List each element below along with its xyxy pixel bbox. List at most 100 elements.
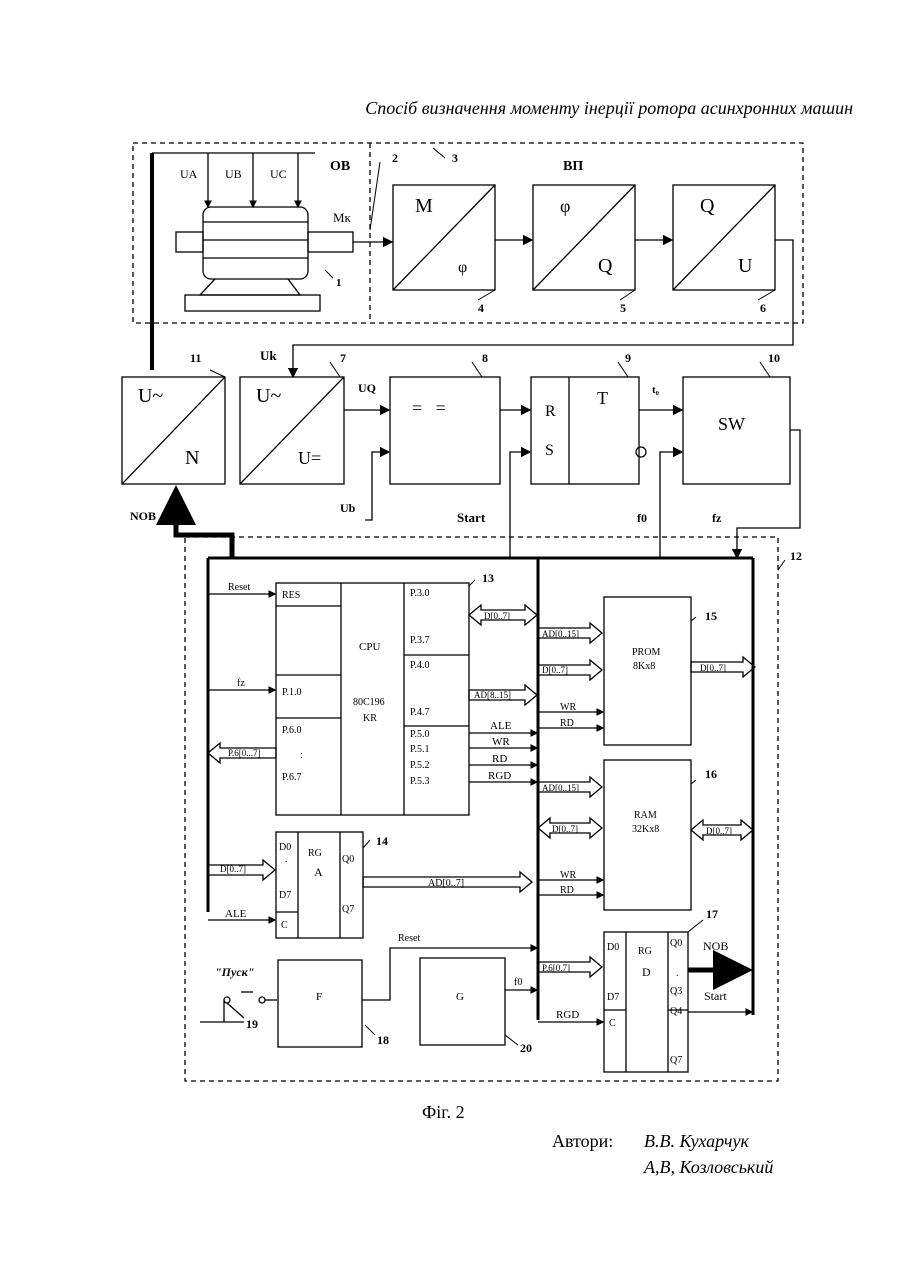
svg-text:1: 1: [336, 277, 342, 289]
svg-text:t₀: t₀: [652, 384, 660, 396]
svg-text:19: 19: [246, 1017, 258, 1031]
svg-text:Q4: Q4: [670, 1006, 682, 1017]
svg-text:M: M: [415, 195, 433, 217]
authors-label: Автори:: [552, 1128, 644, 1154]
svg-text:Start: Start: [704, 989, 727, 1003]
vp-label: ВП: [563, 159, 583, 174]
svg-text:P.3.0: P.3.0: [410, 588, 429, 599]
svg-text:"Пуск": "Пуск": [215, 965, 254, 979]
svg-text:WR: WR: [560, 870, 576, 881]
svg-text:AD[8..15]: AD[8..15]: [474, 690, 511, 700]
ram-block: [604, 760, 691, 910]
svg-text:14: 14: [376, 834, 388, 848]
svg-text:D[0..7]: D[0..7]: [220, 864, 246, 874]
svg-text:F: F: [316, 991, 322, 1003]
svg-text:RGD: RGD: [556, 1009, 579, 1021]
switch-icon: [200, 992, 277, 1022]
block-8: [390, 377, 500, 484]
svg-text:P.3.7: P.3.7: [410, 635, 429, 646]
svg-text:RAM: RAM: [634, 810, 657, 821]
svg-text:φ: φ: [458, 259, 467, 276]
svg-text:= =: = =: [412, 398, 446, 418]
svg-text:5: 5: [620, 301, 626, 315]
svg-text:PROM: PROM: [632, 647, 660, 658]
block-9: [531, 377, 639, 484]
svg-text:20: 20: [520, 1041, 532, 1055]
svg-text:AD[0..15]: AD[0..15]: [542, 783, 579, 793]
svg-text:15: 15: [705, 609, 717, 623]
svg-text:C: C: [609, 1018, 616, 1029]
svg-text:12: 12: [790, 549, 802, 563]
svg-text:D0: D0: [607, 942, 619, 953]
svg-text:32Kx8: 32Kx8: [632, 824, 659, 835]
svg-text:RD: RD: [560, 885, 574, 896]
svg-text:P.5.0: P.5.0: [410, 729, 429, 740]
svg-text:Q: Q: [700, 195, 715, 217]
svg-text:P.5.1: P.5.1: [410, 744, 429, 755]
svg-text:UB: UB: [225, 167, 242, 181]
svg-text:.: .: [285, 854, 288, 865]
svg-text:U: U: [738, 255, 753, 277]
svg-text:Start: Start: [457, 510, 486, 525]
svg-text:4: 4: [478, 301, 484, 315]
svg-text:P.1.0: P.1.0: [282, 687, 301, 698]
svg-text:P.5.3: P.5.3: [410, 776, 429, 787]
svg-text:8Kx8: 8Kx8: [633, 661, 655, 672]
svg-text:WR: WR: [492, 736, 510, 748]
svg-text:RES: RES: [282, 590, 300, 601]
svg-text:WR: WR: [560, 702, 576, 713]
svg-text:16: 16: [705, 767, 717, 781]
svg-text:U~: U~: [138, 385, 163, 407]
svg-text::: :: [300, 750, 303, 761]
svg-text:D[0..7]: D[0..7]: [552, 824, 578, 834]
svg-text:Q0: Q0: [670, 938, 682, 949]
svg-text:Q: Q: [598, 255, 613, 277]
svg-text:ALE: ALE: [225, 908, 247, 920]
svg-text:Mк: Mк: [333, 210, 352, 225]
svg-text:P.4.7: P.4.7: [410, 707, 429, 718]
f-block: [278, 960, 362, 1047]
svg-text:f0: f0: [514, 977, 522, 988]
svg-text:UQ: UQ: [358, 381, 376, 395]
svg-text:2: 2: [392, 151, 398, 165]
svg-text:9: 9: [625, 351, 631, 365]
svg-text:KR: KR: [363, 713, 377, 724]
svg-text:fz: fz: [237, 678, 245, 689]
svg-text:CPU: CPU: [359, 641, 380, 653]
svg-text:P.6[0.7]: P.6[0.7]: [542, 963, 570, 973]
svg-text:RG: RG: [638, 946, 652, 957]
svg-text:13: 13: [482, 571, 494, 585]
svg-text:NOB: NOB: [130, 509, 156, 523]
svg-text:.: .: [676, 968, 679, 979]
svg-text:D7: D7: [279, 890, 291, 901]
svg-text:AD[0..15]: AD[0..15]: [542, 629, 579, 639]
svg-text:D[0..7]: D[0..7]: [542, 665, 568, 675]
svg-text:3: 3: [452, 151, 458, 165]
svg-text:RD: RD: [492, 753, 507, 765]
svg-text:6: 6: [760, 301, 766, 315]
svg-text:Reset: Reset: [228, 582, 250, 593]
svg-text:φ: φ: [560, 196, 570, 216]
svg-text:D0: D0: [279, 842, 291, 853]
svg-text:fz: fz: [712, 511, 722, 525]
svg-text:80C196: 80C196: [353, 697, 385, 708]
author-1: В.В. Кухарчук: [644, 1131, 749, 1151]
svg-text:Q0: Q0: [342, 854, 354, 865]
svg-text:N: N: [185, 447, 199, 469]
svg-text:D: D: [642, 965, 651, 979]
svg-text:P.4.0: P.4.0: [410, 660, 429, 671]
svg-text:P.5.2: P.5.2: [410, 760, 429, 771]
svg-text:P.6.0: P.6.0: [282, 725, 301, 736]
motor-icon: [176, 207, 353, 311]
svg-text:P.6.7: P.6.7: [282, 772, 301, 783]
svg-text:f0: f0: [637, 511, 647, 525]
author-2: А,В, Козловський: [644, 1154, 773, 1180]
svg-text:A: A: [314, 865, 323, 879]
svg-text:D7: D7: [607, 992, 619, 1003]
svg-text:AD[0..7]: AD[0..7]: [428, 878, 464, 889]
svg-text:10: 10: [768, 351, 780, 365]
figure-caption: Фіг. 2: [422, 1102, 465, 1123]
svg-text:8: 8: [482, 351, 488, 365]
svg-text:R: R: [545, 403, 556, 420]
svg-text:SW: SW: [718, 414, 745, 434]
